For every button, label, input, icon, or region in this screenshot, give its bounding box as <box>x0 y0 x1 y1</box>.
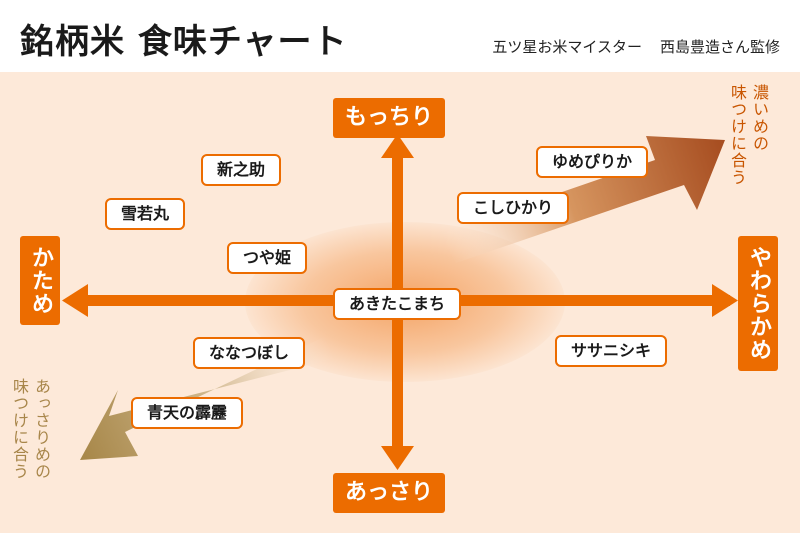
taste-chart: もっちり あっさり かため やわらかめ 濃いめの 味つけに合う あっさりめの 味… <box>0 72 800 533</box>
credit-name: 西島豊造さん監修 <box>659 38 780 56</box>
rice-label-yukiwakamaru: 雪若丸 <box>105 198 186 230</box>
rice-label-koshihikari: こしひかり <box>457 192 570 224</box>
rice-label-sasanishiki: ササニシキ <box>555 335 668 367</box>
axis-label-top: もっちり <box>333 98 446 138</box>
credit-role: 五ツ星お米マイスター <box>492 38 642 56</box>
rice-label-akitakomachi: あきたこまち <box>333 288 462 320</box>
rice-label-seitennohekireki: 青天の霹靂 <box>131 397 244 429</box>
rich-flavor-note: 濃いめの 味つけに合う <box>726 84 770 224</box>
axis-label-left: かため <box>20 236 60 325</box>
axis-label-right: やわらかめ <box>738 236 778 371</box>
rich-flavor-arrow <box>440 136 725 263</box>
supervisor-credit: 五ツ星お米マイスター西島豊造さん監修 <box>492 36 780 57</box>
rice-label-tsuyahime: つや姫 <box>227 242 308 274</box>
rice-label-shinnosuke: 新之助 <box>201 154 282 186</box>
rich-flavor-note-text: 濃いめの 味つけに合う <box>728 84 769 186</box>
light-flavor-note: あっさりめの 味つけに合う <box>8 378 52 528</box>
axis-label-bottom: あっさり <box>333 473 446 513</box>
header: 銘柄米 食味チャート 五ツ星お米マイスター西島豊造さん監修 <box>0 0 800 72</box>
rice-label-nanatsuboshi: ななつぼし <box>193 337 306 369</box>
rice-label-yumepirika: ゆめぴりか <box>536 146 649 178</box>
light-flavor-note-text: あっさりめの 味つけに合う <box>10 378 51 480</box>
page-title: 銘柄米 食味チャート <box>20 22 348 62</box>
